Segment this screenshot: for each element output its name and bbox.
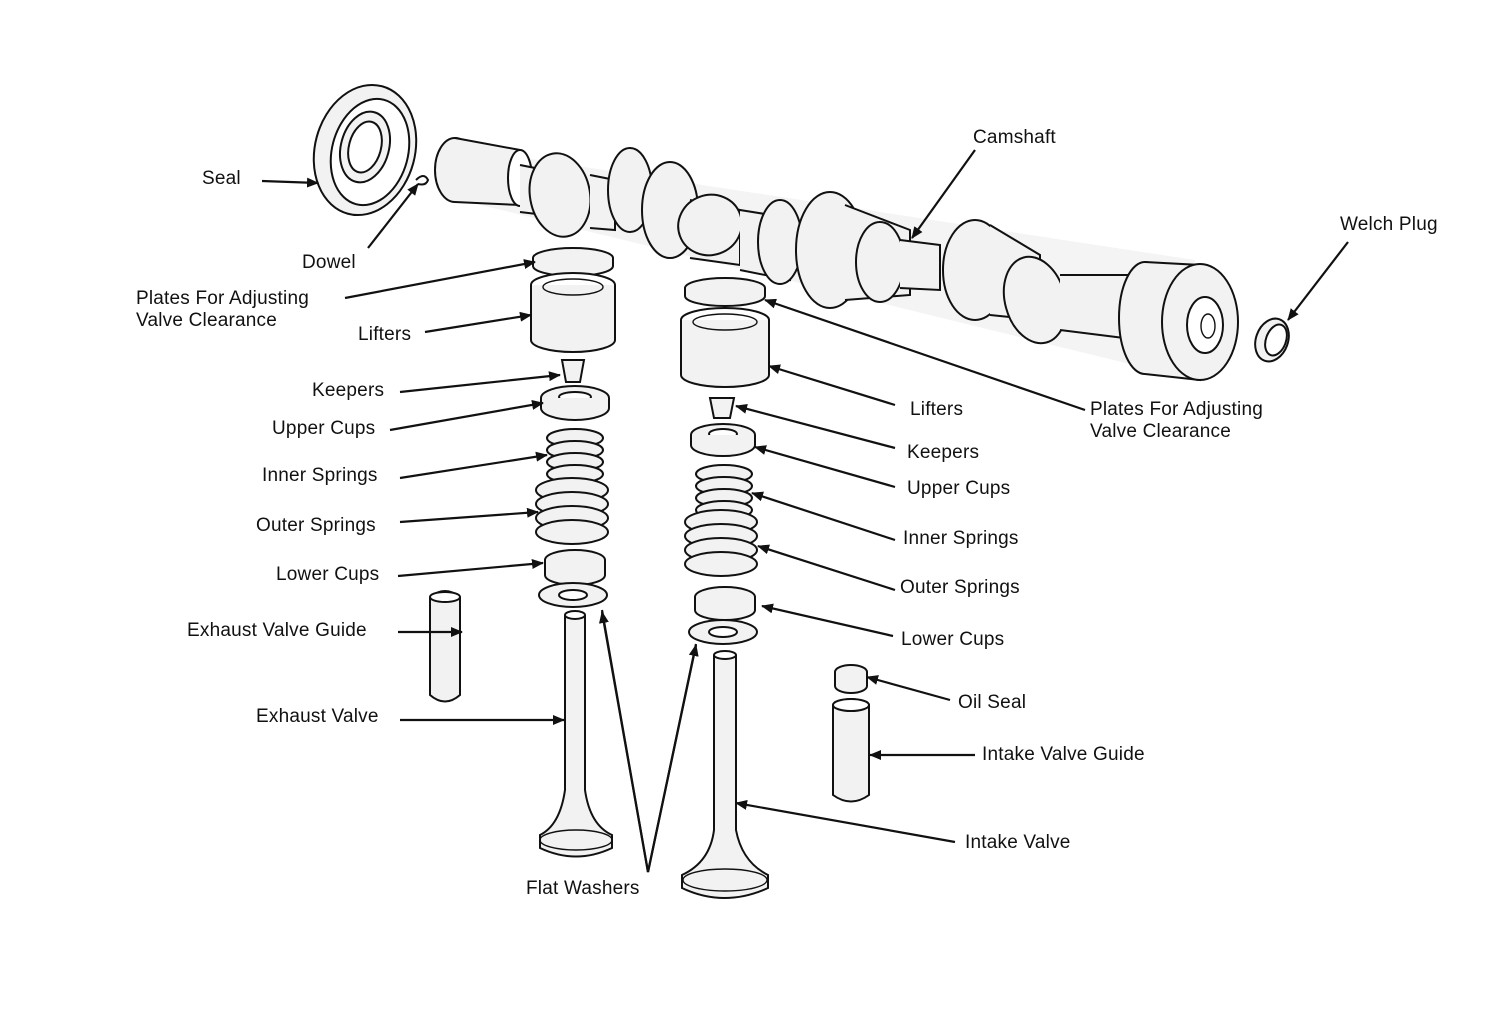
arrow-lower-cups-right (761, 603, 894, 638)
label-oil-seal: Oil Seal (958, 692, 1027, 713)
left-valve-stack (429, 247, 616, 858)
label-plates-left-line1: Plates For Adjusting (136, 288, 309, 309)
arrow-lifters-right (768, 364, 896, 407)
label-inner-springs-left: Inner Springs (262, 465, 378, 486)
arrow-lifters-left (424, 311, 532, 334)
arrow-outer-springs-right (757, 544, 896, 592)
label-keepers-right: Keepers (907, 442, 980, 463)
arrow-upper-cups-left (389, 399, 544, 432)
label-dowel: Dowel (302, 252, 356, 273)
label-camshaft: Camshaft (973, 127, 1056, 148)
label-lifters-left: Lifters (358, 324, 412, 345)
label-lifters-right: Lifters (910, 399, 964, 420)
label-intake-valve: Intake Valve (965, 832, 1071, 853)
arrow-upper-cups-right (754, 445, 896, 489)
label-keepers-left: Keepers (312, 380, 385, 401)
arrow-keepers-right (735, 403, 896, 450)
label-outer-springs-right: Outer Springs (900, 577, 1020, 598)
right-valve-stack (680, 277, 870, 899)
arrow-inner-springs-left (399, 451, 548, 480)
arrow-seal (261, 177, 319, 188)
label-outer-springs-left: Outer Springs (256, 515, 376, 536)
welch-plug-part (1254, 317, 1290, 363)
arrow-plates-right (764, 298, 1086, 412)
label-welch-plug: Welch Plug (1340, 214, 1438, 235)
label-intake-valve-guide: Intake Valve Guide (982, 744, 1145, 765)
arrow-oil-seal (866, 675, 951, 702)
arrow-inner-springs-right (751, 491, 896, 542)
label-plates-left-line2: Valve Clearance (136, 310, 278, 331)
label-lower-cups-left: Lower Cups (276, 564, 380, 585)
label-inner-springs-right: Inner Springs (903, 528, 1019, 549)
arrow-lower-cups-left (397, 559, 544, 578)
dowel-part (415, 175, 430, 186)
label-exhaust-valve: Exhaust Valve (256, 706, 379, 727)
arrow-welch-plug (1287, 241, 1349, 321)
label-plates-right-line1: Plates For Adjusting (1090, 399, 1263, 420)
arrow-plates-left (344, 259, 536, 300)
label-upper-cups-left: Upper Cups (272, 418, 376, 439)
label-upper-cups-right: Upper Cups (907, 478, 1011, 499)
arrow-dowel (367, 183, 419, 249)
arrow-outer-springs-left (399, 507, 539, 524)
arrow-intake-valve (735, 800, 956, 844)
arrow-keepers-left (399, 371, 561, 394)
label-seal: Seal (202, 168, 241, 189)
leader-arrows (261, 149, 1349, 873)
label-lower-cups-right: Lower Cups (901, 629, 1005, 650)
label-exhaust-valve-guide: Exhaust Valve Guide (187, 620, 367, 641)
seal-part (312, 83, 418, 217)
arrow-camshaft (911, 149, 976, 239)
camshaft-part (434, 137, 1239, 382)
label-flat-washers: Flat Washers (526, 878, 640, 899)
label-plates-right-line2: Valve Clearance (1090, 421, 1232, 442)
arrow-flat-washers (600, 609, 698, 873)
